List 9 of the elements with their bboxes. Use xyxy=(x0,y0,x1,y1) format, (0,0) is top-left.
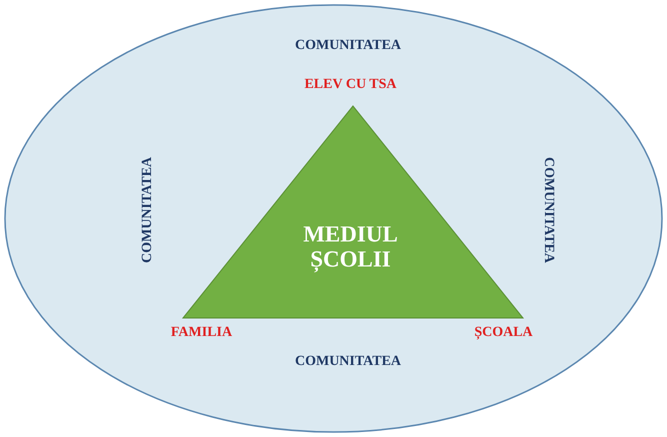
community-label: COMUNITATEA xyxy=(294,38,402,54)
corner-label: FAMILIA xyxy=(170,324,232,340)
community-ellipse xyxy=(4,4,663,433)
triangle-title: MEDIUL ȘCOLII xyxy=(302,221,399,272)
community-label: COMUNITATEA xyxy=(294,354,402,370)
corner-label: ELEV CU TSA xyxy=(304,76,397,92)
community-label: COMUNITATEA xyxy=(140,156,156,264)
corner-label: ȘCOALA xyxy=(474,324,533,340)
community-label: COMUNITATEA xyxy=(540,156,556,264)
